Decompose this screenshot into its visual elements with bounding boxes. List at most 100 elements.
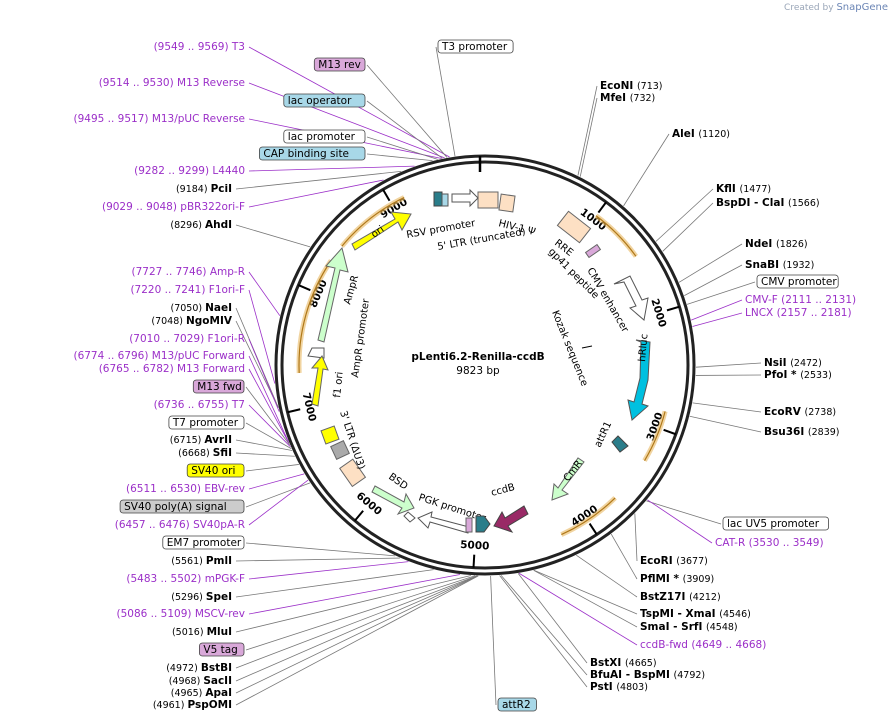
label-sv40-poly-a-signal: SV40 poly(A) signal <box>124 501 227 513</box>
em7-arrow <box>403 511 416 523</box>
v5tag-box <box>465 517 473 533</box>
label-m13-fwd: M13 fwd <box>197 381 242 393</box>
leader-line <box>235 575 472 633</box>
label-m13-puc-forward-name: M13/pUC Forward <box>152 350 245 362</box>
label-t7[interactable]: (6736 .. 6755) T7 <box>154 399 245 411</box>
ampr-promoter-arrow <box>307 347 325 359</box>
leader-line <box>533 569 638 628</box>
tick-mark <box>597 201 607 214</box>
tick-mark <box>382 188 391 202</box>
label-pmli-pos: (5561) <box>171 556 206 567</box>
label-m13-reverse[interactable]: (9514 .. 9530) M13 Reverse <box>99 77 245 89</box>
feature-label-ccdb: ccdB <box>490 482 516 499</box>
label-sv40-ori-box <box>186 463 245 478</box>
label-pfoi-pos: (2533) <box>800 370 832 381</box>
backbone-inner <box>280 160 690 570</box>
label-pbr322ori-f[interactable]: (9029 .. 9048) pBR322ori-F <box>102 201 245 213</box>
label-lac-operator: lac operator <box>288 95 352 107</box>
label-bfuai-bspmi[interactable]: BfuAI - BspMI (4792) <box>590 669 705 681</box>
leader-line <box>248 355 289 442</box>
label-apai[interactable]: (4965) ApaI <box>171 687 232 699</box>
feature-label-bsd: BSD <box>386 471 410 492</box>
label-f1ori-r[interactable]: (7010 .. 7029) F1ori-R <box>129 333 245 345</box>
label-mlui[interactable]: (5016) MluI <box>172 626 232 638</box>
label-ccdb-fwd-name: ccdB-fwd <box>640 639 691 651</box>
label-pflmi[interactable]: PflMI * (3909) <box>640 573 714 585</box>
label-m13-puc-reverse[interactable]: (9495 .. 9517) M13/pUC Reverse <box>73 113 245 125</box>
label-nsii[interactable]: NsiI (2472) <box>764 357 822 369</box>
label-smai-srfi-pos: (4548) <box>706 622 738 633</box>
ampr-arrow <box>317 246 349 343</box>
label-f1ori-f[interactable]: (7220 .. 7241) F1ori-F <box>130 284 245 296</box>
credit-prefix: Created by <box>784 3 834 13</box>
label-smai-srfi[interactable]: SmaI - SrfI (4548) <box>640 621 738 633</box>
label-m13-forward[interactable]: (6765 .. 6782) M13 Forward <box>99 363 245 375</box>
label-pcii-pos: (9184) <box>176 184 211 195</box>
label-m13-puc-forward[interactable]: (6774 .. 6796) M13/pUC Forward <box>73 350 245 362</box>
label-spei[interactable]: (5296) SpeI <box>171 591 232 603</box>
label-ccdb-fwd[interactable]: ccdB-fwd (4649 .. 4668) <box>640 639 766 651</box>
leader-line <box>499 575 588 688</box>
label-pflmi-name: PflMI * <box>640 573 683 585</box>
label-tspmi-xmai[interactable]: TspMI - XmaI (4546) <box>640 608 751 620</box>
label-ngomiv[interactable]: (7048) NgoMIV <box>151 315 232 327</box>
label-f1ori-r-name: F1ori-R <box>208 333 245 345</box>
label-ahdi[interactable]: (8296) AhdI <box>170 219 232 231</box>
ltr3-box <box>339 458 367 488</box>
bsd-arrow <box>371 485 415 516</box>
label-pcii[interactable]: (9184) PciI <box>176 183 232 195</box>
label-sfii[interactable]: (6668) SfiI <box>178 447 232 459</box>
label-t7-name: T7 <box>231 399 245 411</box>
label-bsu36i[interactable]: Bsu36I (2839) <box>764 426 840 438</box>
label-mfei[interactable]: MfeI (732) <box>600 92 655 104</box>
label-psti[interactable]: PstI (4803) <box>590 681 648 693</box>
cmv-enhancer-arrow <box>613 275 649 321</box>
label-ebv-rev[interactable]: (6511 .. 6530) EBV-rev <box>126 483 245 495</box>
label-mscv-rev-range: (5086 .. 5109) <box>116 608 194 620</box>
label-pmli[interactable]: (5561) PmlI <box>171 555 232 567</box>
label-kfli[interactable]: KflI (1477) <box>716 183 771 195</box>
rre-box <box>556 210 592 244</box>
label-amp-r[interactable]: (7727 .. 7746) Amp-R <box>132 266 246 278</box>
label-ndei[interactable]: NdeI (1826) <box>745 238 808 250</box>
label-snabi[interactable]: SnaBI (1932) <box>745 259 814 271</box>
label-mpgk-f-name: mPGK-F <box>205 573 245 585</box>
label-t3[interactable]: (9549 .. 9569) T3 <box>154 41 245 53</box>
label-snabi-pos: (1932) <box>783 260 815 271</box>
leader-line <box>235 575 478 694</box>
label-mscv-rev[interactable]: (5086 .. 5109) MSCV-rev <box>116 608 245 620</box>
label-ecori[interactable]: EcoRI (3677) <box>640 555 708 567</box>
label-econi[interactable]: EcoNI (713) <box>600 80 663 92</box>
label-nsii-pos: (2472) <box>790 358 822 369</box>
label-avrii[interactable]: (6715) AvrII <box>170 434 232 446</box>
label-bstxi-name: BstXI <box>590 657 625 669</box>
label-cat-r[interactable]: CAT-R (3530 .. 3549) <box>715 537 824 549</box>
label-sv40pa-r[interactable]: (6457 .. 6476) SV40pA-R <box>115 519 245 531</box>
leader-line <box>235 569 434 598</box>
label-naei[interactable]: (7050) NaeI <box>170 302 232 314</box>
label-pfoi[interactable]: PfoI * (2533) <box>764 369 832 381</box>
label-l4440[interactable]: (9282 .. 9299) L4440 <box>134 165 245 177</box>
label-attr2-box <box>497 697 537 712</box>
leader-line <box>576 554 638 598</box>
label-bstz17i[interactable]: BstZ17I (4212) <box>640 591 721 603</box>
label-mfei-pos: (732) <box>630 93 656 104</box>
label-mpgk-f[interactable]: (5483 .. 5502) mPGK-F <box>126 573 245 585</box>
label-ecori-name: EcoRI <box>640 555 676 567</box>
label-sacii[interactable]: (4968) SacII <box>169 675 232 687</box>
label-mlui-pos: (5016) <box>172 627 207 638</box>
feature-arc-line <box>595 215 637 257</box>
label-bstbi[interactable]: (4972) BstBI <box>166 662 232 674</box>
label-bstz17i-name: BstZ17I <box>640 591 689 603</box>
label-bspdi-clai[interactable]: BspDI - ClaI (1566) <box>716 197 820 209</box>
label-t3-promoter: T3 promoter <box>441 41 508 53</box>
label-m13-rev: M13 rev <box>318 59 361 71</box>
feature-label-hrluc: hRluc <box>637 334 650 363</box>
label-ecorv[interactable]: EcoRV (2738) <box>764 406 836 418</box>
label-bspdi-clai-pos: (1566) <box>788 198 820 209</box>
label-lncx[interactable]: LNCX (2157 .. 2181) <box>745 307 852 319</box>
label-bstxi[interactable]: BstXI (4665) <box>590 657 657 669</box>
label-pspomi[interactable]: (4961) PspOMI <box>153 699 232 711</box>
label-cmv-f[interactable]: CMV-F (2111 .. 2131) <box>745 294 856 306</box>
label-alei[interactable]: AleI (1120) <box>672 128 730 140</box>
